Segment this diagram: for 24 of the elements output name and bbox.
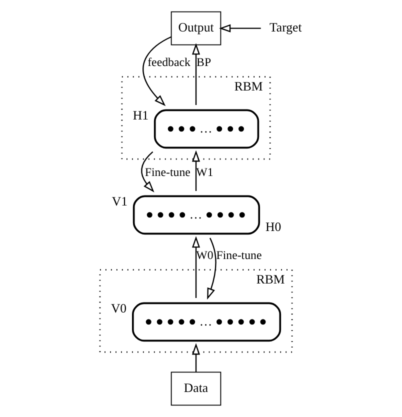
arrow [142,36,171,106]
node-label: V1 [111,194,128,208]
arrow [191,150,200,191]
node-box: ● ● ● … ● ● ● [153,109,259,149]
node-label: H1 [132,108,148,123]
node-text: Target [269,20,302,35]
edge-label: Fine-tune [144,164,190,179]
arrow [191,343,200,372]
arrow [206,238,216,300]
node-box: ● ● ● ● ● … ● ● ● ● ● [131,302,281,342]
node-label: V0 [110,301,126,316]
arrow [140,151,154,192]
arrow [218,24,260,32]
node-label: H0 [265,220,281,234]
edge-label: Fine-tune [216,248,262,262]
edge-label: W0 [196,248,213,262]
node-box: Data [170,372,221,406]
edge-label: BP [196,55,211,70]
edge-label: feedback [147,55,190,70]
arrow [191,236,200,298]
node-box: Output [170,11,221,46]
arrow [191,43,200,105]
edge-label: W1 [196,164,213,179]
node-box: ● ● ● ● … ● ● ● ● [132,195,260,235]
